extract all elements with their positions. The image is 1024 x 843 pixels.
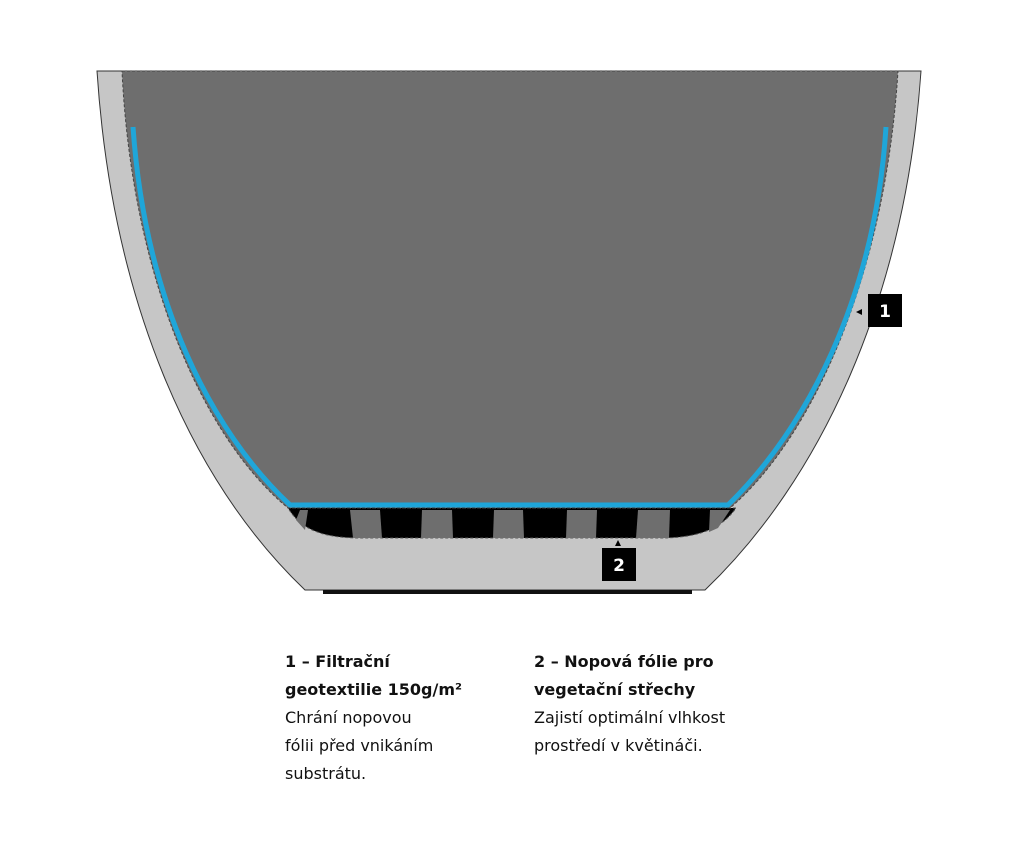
legend-description-line: Chrání nopovou — [285, 708, 412, 727]
arrow-up-icon — [615, 540, 621, 546]
legend-description-line: substrátu. — [285, 764, 367, 783]
legend-title-line: 1 – Filtrační — [285, 652, 390, 671]
planter-base — [323, 590, 692, 594]
legend-item-drainage-foil: 2 – Nopová fólie pro vegetační střechy Z… — [534, 648, 794, 760]
marker-2-label: 2 — [613, 556, 625, 576]
legend-description-line: prostředí v květináči. — [534, 736, 703, 755]
arrow-left-icon — [856, 309, 862, 315]
substrate-fill — [121, 70, 899, 509]
legend-item-geotextile: 1 – Filtrační geotextilie 150g/m² Chrání… — [285, 648, 525, 788]
legend-description-line: fólii před vnikáním — [285, 736, 434, 755]
geotextile-layer-line — [130, 126, 889, 508]
marker-2: 2 — [602, 540, 636, 581]
marker-1: 1 — [856, 294, 902, 327]
legend-title-line: vegetační střechy — [534, 680, 696, 699]
drainage-foil-studs — [296, 510, 730, 538]
legend-description-line: Zajistí optimální vlhkost — [534, 708, 726, 727]
legend-title-line: 2 – Nopová fólie pro — [534, 652, 714, 671]
marker-1-label: 1 — [879, 302, 891, 322]
legend-title-line: geotextilie 150g/m² — [285, 680, 463, 699]
